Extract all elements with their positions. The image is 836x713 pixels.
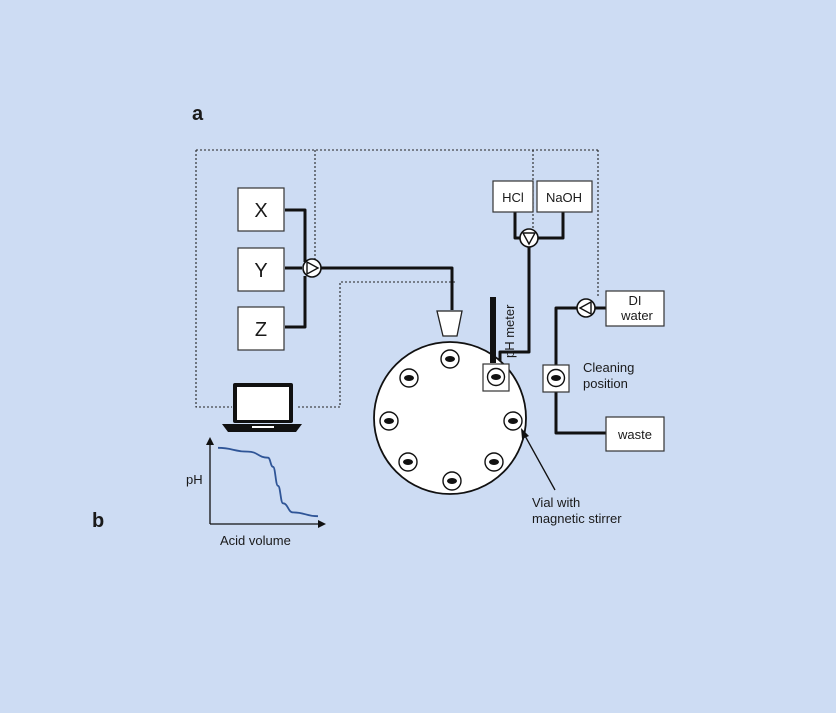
di-water-box: DI water — [605, 290, 665, 327]
carousel-vial — [503, 411, 523, 431]
carousel-vial — [442, 471, 462, 491]
reagent-label-naoh: NaOH — [546, 190, 582, 205]
titrant-pump-icon — [519, 228, 539, 248]
cleaning-position-label-line2: position — [583, 376, 628, 391]
ph-electrode — [490, 297, 496, 363]
y-axis — [206, 437, 214, 524]
vial-carousel — [373, 341, 527, 495]
titration-chart: pH Acid volume — [186, 437, 326, 548]
sample-label-z: Z — [255, 319, 267, 341]
panel-label-b: b — [92, 510, 104, 532]
panel-label-a: a — [192, 103, 204, 125]
carousel-vial — [379, 411, 399, 431]
reagent-box-naoh: NaOH — [536, 180, 593, 213]
titration-curve-line — [217, 446, 319, 518]
carousel-vial — [399, 368, 419, 388]
waste-box: waste — [605, 416, 665, 452]
laptop-icon — [222, 383, 302, 432]
sample-box-z: Z — [237, 306, 285, 351]
y-axis-label: pH — [186, 472, 203, 487]
reagent-box-hcl: HCl — [492, 180, 534, 213]
waste-label: waste — [617, 427, 652, 442]
ph-meter-label: pH meter — [502, 304, 517, 358]
cleaning-position-label-line1: Cleaning — [583, 360, 634, 375]
fluid-lines — [285, 208, 606, 435]
vial-label-line2: magnetic stirrer — [532, 511, 622, 526]
di-water-label-line1: DI — [629, 293, 642, 308]
di-water-label-line2: water — [620, 308, 653, 323]
sample-label-y: Y — [254, 260, 267, 282]
vial-label-line1: Vial with — [532, 495, 580, 510]
x-axis — [210, 520, 326, 528]
vial-pointer-arrow — [521, 428, 556, 491]
measuring-vial — [482, 363, 510, 392]
reagent-label-hcl: HCl — [502, 190, 524, 205]
dispenser-funnel — [436, 310, 463, 337]
sample-box-x: X — [237, 187, 285, 232]
sample-box-y: Y — [237, 247, 285, 292]
carousel-vial — [440, 349, 460, 369]
carousel-vial — [484, 452, 504, 472]
control-wiring — [195, 149, 599, 408]
sample-pump-icon — [302, 258, 322, 278]
sample-label-x: X — [254, 200, 267, 222]
cleaning-position-vial — [542, 364, 570, 393]
carousel-vial — [398, 452, 418, 472]
water-pump-icon — [576, 298, 596, 318]
x-axis-label: Acid volume — [220, 533, 291, 548]
